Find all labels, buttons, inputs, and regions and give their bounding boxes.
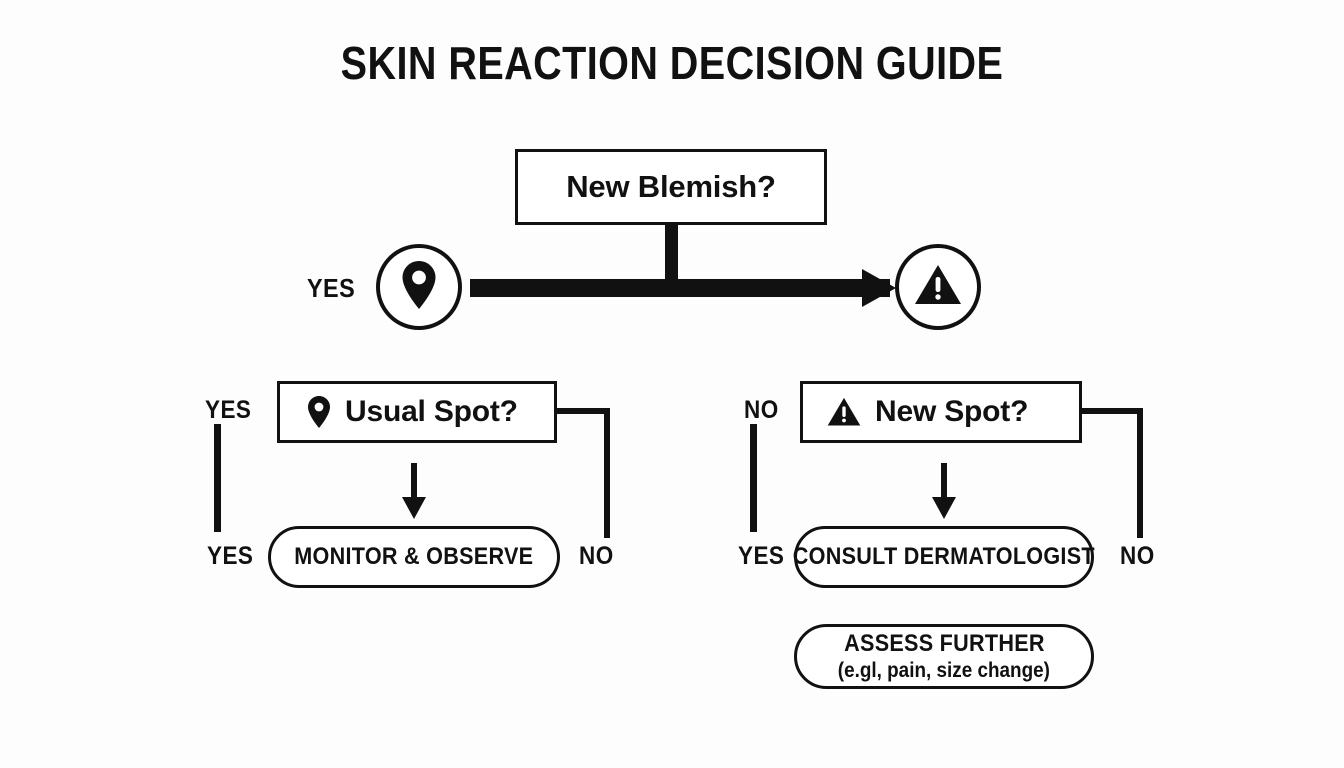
- node-assess-further-sublabel: (e.gl, pain, size change): [837, 659, 1051, 682]
- connector-new-spot-down-shaft: [941, 463, 947, 501]
- node-monitor-observe[interactable]: MONITOR & OBSERVE: [268, 526, 560, 588]
- node-new-blemish[interactable]: New Blemish?: [515, 149, 827, 225]
- node-consult-dermatologist[interactable]: CONSULT DERMATOLOGIST: [792, 526, 1096, 588]
- node-assess-further-label: ASSESS FURTHER: [843, 630, 1045, 657]
- branch-label-no-right-lower: NO: [1120, 542, 1155, 570]
- node-monitor-observe-label: MONITOR & OBSERVE: [294, 543, 534, 570]
- connector-new-spot-no-horizontal: [1082, 408, 1143, 414]
- circle-node-location-pin[interactable]: [376, 244, 462, 330]
- connector-main-arrow-head: [862, 269, 896, 307]
- branch-label-yes-left-upper: YES: [205, 396, 252, 424]
- location-pin-icon: [400, 260, 438, 314]
- location-pin-icon: [307, 396, 331, 428]
- node-new-spot[interactable]: New Spot?: [800, 381, 1082, 443]
- branch-label-yes-top: YES: [307, 273, 356, 303]
- connector-usual-spot-down-head: [402, 497, 426, 519]
- warning-triangle-icon: [914, 264, 962, 311]
- node-assess-further[interactable]: ASSESS FURTHER (e.gl, pain, size change): [794, 624, 1094, 689]
- warning-triangle-icon: [827, 397, 861, 427]
- connector-no-right-vertical: [750, 424, 757, 532]
- circle-node-warning[interactable]: [895, 244, 981, 330]
- connector-usual-spot-no-horizontal: [557, 408, 610, 414]
- connector-root-stem: [665, 225, 678, 287]
- branch-label-no-right-upper: NO: [744, 396, 779, 424]
- connector-new-spot-no-vertical: [1137, 408, 1143, 538]
- node-usual-spot-label: Usual Spot?: [345, 395, 518, 428]
- node-usual-spot[interactable]: Usual Spot?: [277, 381, 557, 443]
- node-new-spot-label: New Spot?: [875, 395, 1029, 428]
- node-consult-dermatologist-label: CONSULT DERMATOLOGIST: [792, 543, 1096, 570]
- branch-label-yes-left-lower: YES: [207, 542, 254, 570]
- connector-new-spot-down-head: [932, 497, 956, 519]
- connector-main-arrow-shaft: [470, 279, 890, 297]
- branch-label-yes-right-lower: YES: [738, 542, 785, 570]
- connector-usual-spot-no-vertical: [604, 408, 610, 538]
- connector-yes-left-vertical: [214, 424, 221, 532]
- page-title: SKIN REACTION DECISION GUIDE: [340, 37, 1004, 89]
- branch-label-no-left-lower: NO: [579, 542, 614, 570]
- connector-usual-spot-down-shaft: [411, 463, 417, 501]
- node-new-blemish-label: New Blemish?: [566, 169, 776, 204]
